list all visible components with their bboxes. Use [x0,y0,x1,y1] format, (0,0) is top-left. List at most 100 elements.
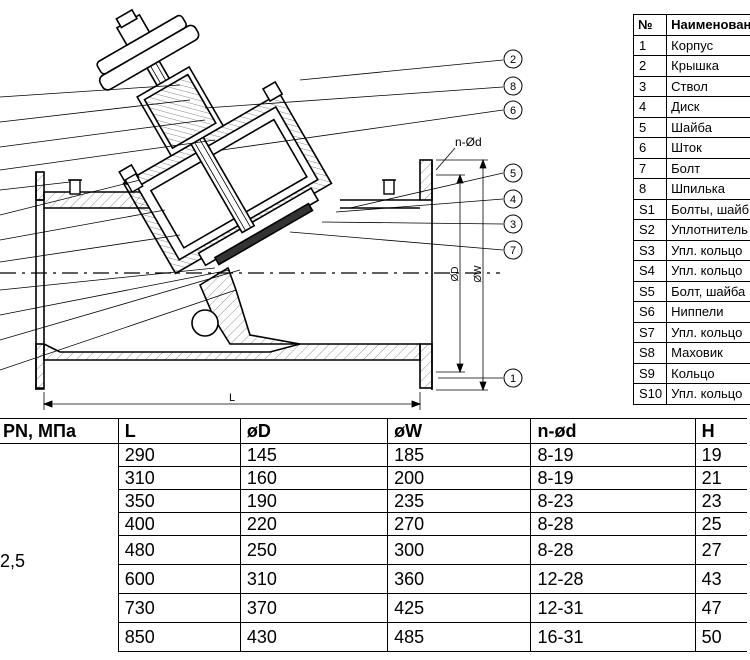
dims-cell: 12-28 [530,564,696,594]
dims-cell: 310 [117,466,241,490]
left-leader-lines [0,84,241,371]
dims-pn-cell [0,512,119,536]
dims-cell: 190 [239,489,389,513]
part-name: Упл. кольцо [666,383,750,405]
dims-cell: 23 [694,489,747,513]
dims-pn-cell [0,593,119,623]
dims-cell: 480 [117,535,241,565]
part-name: Крышка [666,55,750,77]
right-leader-lines [204,59,504,379]
parts-table-header: № Наименование [632,14,750,36]
dims-pn-cell [0,489,119,513]
dims-cell: 250 [239,535,389,565]
part-name: Шпилька [666,178,750,200]
part-number: S10 [632,383,668,405]
dims-pn-cell [0,535,119,565]
dims-header-ow: øW [387,418,532,444]
dims-cell: 19 [694,443,747,467]
pn-value: 2,5 [0,551,26,571]
callout-5: 5 [503,163,523,183]
dims-cell: 400 [117,512,241,536]
part-number: 4 [632,96,668,118]
dims-cell: 270 [387,512,532,536]
dims-cell: 850 [117,622,241,652]
part-number: 8 [632,178,668,200]
dims-pn-cell [0,466,119,490]
svg-text:2: 2 [510,54,516,66]
callout-1: 1 [503,368,523,388]
dims-cell: 600 [117,564,241,594]
part-number: 7 [632,157,668,179]
part-name: Болт [666,157,750,179]
part-name: Ниппели [666,301,750,323]
part-name: Корпус [666,34,750,56]
part-number: 6 [632,137,668,159]
dims-pn-cell [0,443,119,467]
dims-header-nd: n-ød [530,418,696,444]
part-number: S2 [632,219,668,241]
valve-bonnet [96,8,333,275]
dims-cell: 50 [694,622,747,652]
part-name: Уплотнитель [666,219,750,241]
part-name: Упл. кольцо [666,239,750,261]
dims-cell: 160 [239,466,389,490]
dimension-lines [42,158,488,410]
part-name: Шайба [666,116,750,138]
dims-header-h: H [694,418,747,444]
dims-cell: 200 [387,466,532,490]
part-number: S5 [632,280,668,302]
svg-text:1: 1 [510,373,516,385]
dims-cell: 310 [239,564,389,594]
dim-label-od: ØD [450,267,461,282]
svg-text:6: 6 [510,105,516,117]
dims-cell: 430 [239,622,389,652]
part-number: S6 [632,301,668,323]
callout-6: 6 [503,100,523,120]
part-name: Упл. кольцо [666,321,750,343]
dims-cell: 8-28 [530,535,696,565]
svg-text:8: 8 [510,81,516,93]
parts-header-num: № [632,14,668,36]
dims-pn-cell [0,564,119,594]
part-number: 1 [632,34,668,56]
dims-cell: 425 [387,593,532,623]
callout-2: 2 [503,49,523,69]
dims-cell: 8-28 [530,512,696,536]
part-name: Ствол [666,75,750,97]
part-name: Диск [666,96,750,118]
dims-cell: 235 [387,489,532,513]
callout-circles: 2 8 6 5 4 3 7 1 [503,49,523,388]
dims-cell: 8-23 [530,489,696,513]
dims-cell: 220 [239,512,389,536]
part-number: 3 [632,75,668,97]
part-number: S4 [632,260,668,282]
part-name: Маховик [666,342,750,364]
dims-cell: 12-31 [530,593,696,623]
flange-studs [68,172,396,195]
dims-cell: 350 [117,489,241,513]
dims-header-pn: PN, МПа [0,418,119,444]
svg-text:3: 3 [510,219,516,231]
callout-3: 3 [503,214,523,234]
svg-text:7: 7 [510,245,516,257]
callout-7: 7 [503,240,523,260]
part-number: 2 [632,55,668,77]
